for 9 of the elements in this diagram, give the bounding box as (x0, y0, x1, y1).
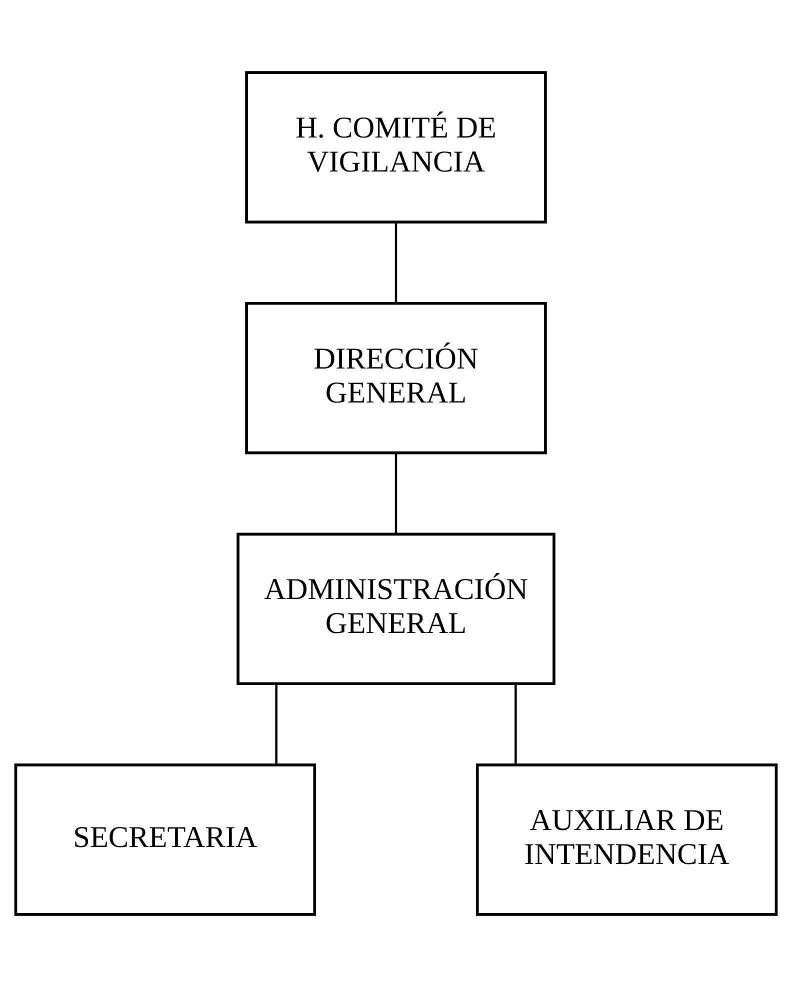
connector (275, 684, 278, 764)
connector (394, 222, 398, 303)
node-box: H. COMITÉ DE VIGILANCIA (245, 71, 547, 224)
node-box: DIRECCIÓN GENERAL (245, 302, 547, 454)
node-box: SECRETARIA (14, 764, 316, 916)
connector (394, 453, 398, 534)
connector (514, 684, 517, 764)
node-box: AUXILIAR DE INTENDENCIA (476, 764, 778, 916)
node-box: ADMINISTRACIÓN GENERAL (236, 532, 556, 686)
